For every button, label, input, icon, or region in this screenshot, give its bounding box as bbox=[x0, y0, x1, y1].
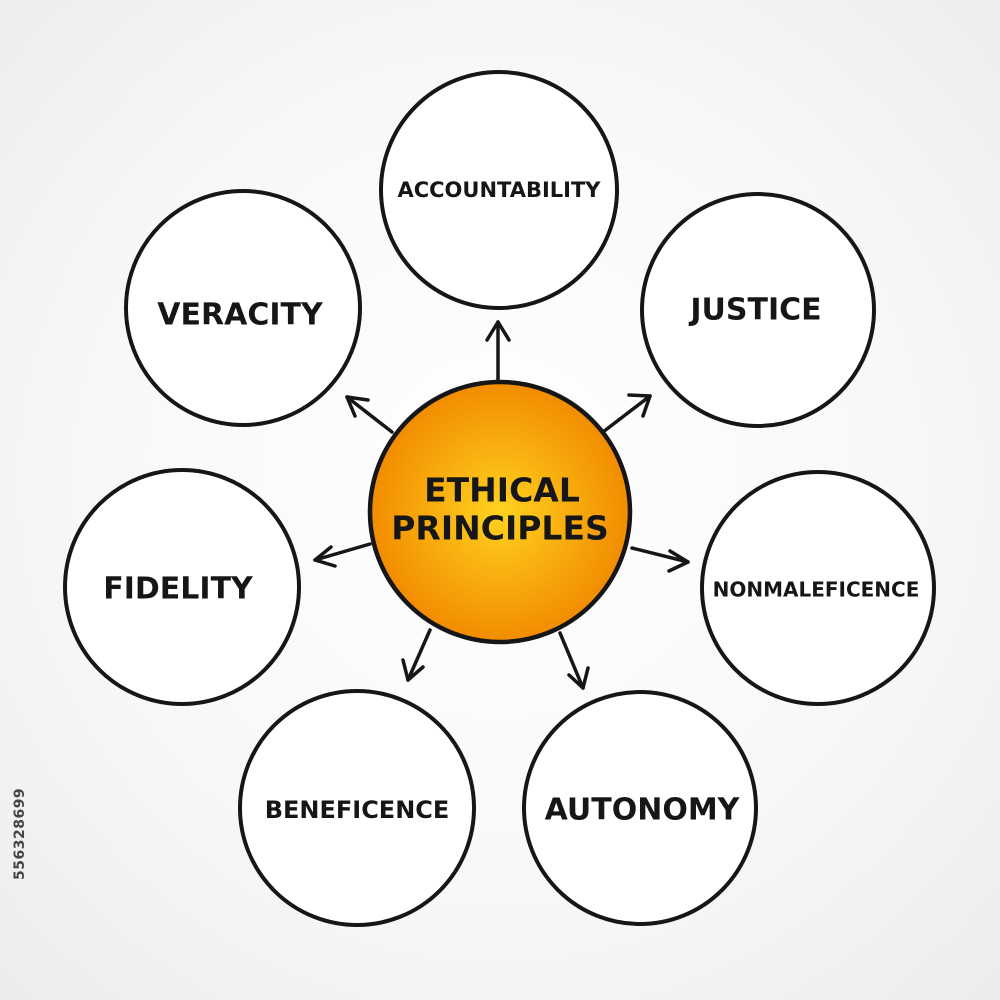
node-beneficence: BENEFICENCE bbox=[238, 689, 476, 927]
arrow-to-nonmaleficence bbox=[630, 546, 690, 573]
node-label: FIDELITY bbox=[103, 572, 254, 607]
node-fidelity: FIDELITY bbox=[63, 468, 301, 706]
node-label: NONMALEFICENCE bbox=[713, 578, 920, 602]
arrow-to-justice bbox=[601, 393, 652, 434]
node-circle bbox=[379, 70, 619, 310]
arrows bbox=[313, 320, 690, 690]
node-circle bbox=[238, 689, 476, 927]
arrow-to-autonomy bbox=[558, 631, 590, 690]
node-circle bbox=[700, 470, 936, 706]
node-circle bbox=[63, 468, 301, 706]
arrow-to-veracity bbox=[345, 395, 394, 434]
node-justice: JUSTICE bbox=[640, 192, 876, 428]
stock-id-text: 556328699 bbox=[12, 787, 28, 880]
node-label: ACCOUNTABILITY bbox=[397, 178, 601, 202]
node-label: BENEFICENCE bbox=[265, 796, 450, 824]
node-circle bbox=[640, 192, 876, 428]
center-node: ETHICAL PRINCIPLES bbox=[367, 379, 633, 645]
arrow-to-beneficence bbox=[401, 628, 432, 682]
node-circle bbox=[522, 690, 758, 926]
center-circle bbox=[367, 379, 633, 645]
node-nonmaleficence: NONMALEFICENCE bbox=[700, 470, 936, 706]
center-title-line2: PRINCIPLES bbox=[391, 509, 609, 548]
center-title-line1: ETHICAL bbox=[424, 471, 580, 510]
node-label: AUTONOMY bbox=[545, 793, 741, 828]
arrow-to-fidelity bbox=[313, 542, 372, 568]
node-circle bbox=[124, 189, 362, 427]
node-accountability: ACCOUNTABILITY bbox=[379, 70, 619, 310]
node-label: VERACITY bbox=[157, 298, 324, 333]
node-veracity: VERACITY bbox=[124, 189, 362, 427]
arrow-to-accountability bbox=[485, 320, 511, 382]
node-autonomy: AUTONOMY bbox=[522, 690, 758, 926]
node-label: JUSTICE bbox=[688, 293, 821, 328]
